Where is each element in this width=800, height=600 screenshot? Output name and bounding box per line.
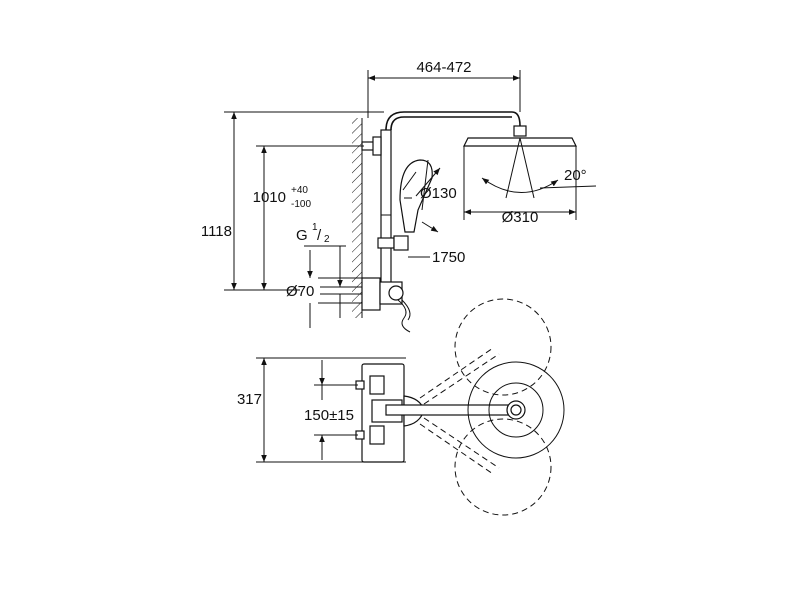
inlet-spacing-label: 150±15 [304,407,354,424]
inlet-spacing-dimension: 150±15 [304,360,358,460]
head-diameter-dimension: Ø310 [463,146,577,226]
hose-length-dimension: 1750 [408,249,465,266]
thread-dimension: G 1 / 2 [296,222,346,318]
head-angle-label: 20° [564,167,587,184]
wall-section [352,118,363,318]
svg-text:/: / [317,227,322,244]
head-angle-dimension: 20° [481,137,597,199]
plan-view: 317 150±15 [237,298,565,516]
arm-reach-label: 464-472 [416,59,471,76]
outlet-height-dimension: 1010 +40 -100 [253,145,364,290]
swing-positions-dashed [419,298,552,516]
rosette-diameter-dimension: Ø70 [286,250,362,328]
hand-shower-holder [377,235,409,251]
thermostat-mixer-side [361,277,411,333]
side-elevation-view: 464-472 20° Ø310 Ø130 1750 [201,59,597,333]
hose-length-label: 1750 [432,249,465,266]
shower-arm-plan [385,400,526,420]
total-height-dimension: 1118 [201,111,384,291]
rosette-diameter-label: Ø70 [286,283,314,300]
head-diameter-label: Ø310 [502,209,539,226]
hand-shower-diameter-dimension: Ø130 [415,167,457,233]
thread-denominator: 2 [324,234,330,245]
mixer-height-label: 317 [237,391,262,408]
head-shower-plan [467,361,565,459]
mixer-height-dimension: 317 [237,357,406,463]
wall-bracket [361,136,382,156]
outlet-height-tolerance-minus: -100 [291,199,311,210]
outlet-height-tolerance-plus: +40 [291,185,308,196]
head-shower [463,125,577,147]
hand-shower-diameter-label: Ø130 [420,185,457,202]
outlet-height-label: 1010 [253,189,286,206]
thread-label: G [296,227,308,244]
wall-inlet [320,286,362,295]
thread-numerator: 1 [312,222,318,233]
arm-reach-dimension: 464-472 [367,59,521,118]
total-height-label: 1118 [201,223,232,240]
